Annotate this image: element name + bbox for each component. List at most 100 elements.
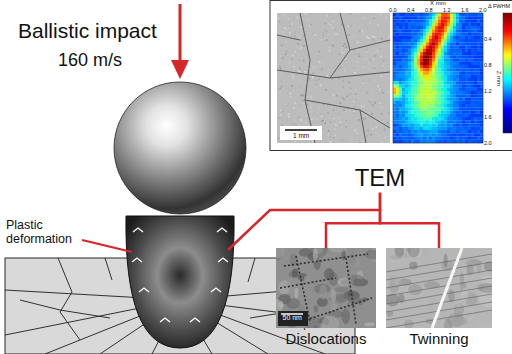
heatmap-cell: [417, 13, 420, 16]
heatmap-cell: [417, 140, 420, 143]
heatmap-cell: [432, 39, 435, 42]
heatmap-cell: [411, 39, 414, 42]
heatmap-cell: [453, 29, 456, 32]
heatmap-cell: [438, 104, 441, 107]
texture-speck: [291, 58, 293, 60]
heatmap-cell: [465, 101, 468, 104]
heatmap-cell: [393, 117, 396, 120]
heatmap-cell: [441, 130, 444, 133]
heatmap-cell: [402, 111, 405, 114]
texture-speck: [353, 112, 355, 114]
heatmap-cell: [471, 39, 474, 42]
heatmap-cell: [432, 130, 435, 133]
heatmap-cell: [441, 75, 444, 78]
leader-line: [228, 210, 380, 250]
heatmap-cell: [435, 124, 438, 127]
texture-speck: [309, 79, 311, 81]
heatmap-cell: [444, 62, 447, 65]
heatmap-cell: [408, 124, 411, 127]
heatmap-frame: [393, 13, 483, 143]
heatmap-cell: [393, 49, 396, 52]
heatmap-cell: [408, 101, 411, 104]
texture-speck: [366, 92, 368, 94]
heatmap-cell: [444, 59, 447, 62]
texture-speck: [367, 139, 369, 141]
heatmap-cell: [423, 23, 426, 26]
heatmap-cell: [420, 117, 423, 120]
heatmap-cell: [462, 55, 465, 58]
heatmap-cell: [429, 101, 432, 104]
heatmap-cell: [408, 75, 411, 78]
heatmap-cell: [396, 65, 399, 68]
contrast-blob: [319, 285, 327, 300]
heatmap-cell: [405, 75, 408, 78]
heatmap-cell: [435, 75, 438, 78]
texture-speck: [302, 100, 304, 102]
heatmap-cell: [411, 88, 414, 91]
texture-speck: [342, 97, 344, 99]
texture-speck: [372, 36, 374, 38]
heatmap-cell: [420, 130, 423, 133]
heatmap-cell: [456, 104, 459, 107]
heatmap-cell: [426, 91, 429, 94]
heatmap-cell: [462, 46, 465, 49]
heatmap-cell: [444, 72, 447, 75]
heatmap-cell: [453, 33, 456, 36]
heatmap-cell: [477, 81, 480, 84]
heatmap-cell: [408, 127, 411, 130]
contrast-blob: [329, 248, 347, 252]
axis-tick: 2.0: [484, 140, 492, 146]
texture-speck: [335, 33, 337, 35]
heatmap-cell: [393, 55, 396, 58]
heatmap-cell: [423, 88, 426, 91]
heatmap-cell: [441, 55, 444, 58]
heatmap-cell: [465, 29, 468, 32]
heatmap-cell: [432, 68, 435, 71]
texture-speck: [294, 31, 296, 33]
heatmap-cell: [393, 52, 396, 55]
texture-speck: [326, 39, 328, 41]
heatmap-cell: [477, 62, 480, 65]
heatmap-cell: [477, 120, 480, 123]
texture-speck: [358, 119, 360, 121]
heatmap-cell: [411, 29, 414, 32]
heatmap-cell: [417, 20, 420, 23]
heatmap-cell: [423, 114, 426, 117]
heatmap-cell: [465, 91, 468, 94]
texture-speck: [338, 113, 340, 115]
heatmap-cell: [429, 72, 432, 75]
heatmap-cell: [423, 59, 426, 62]
heatmap-cell: [480, 55, 483, 58]
heatmap-cell: [459, 117, 462, 120]
texture-speck: [301, 39, 303, 41]
texture-speck: [290, 93, 292, 95]
texture-speck: [310, 107, 312, 109]
texture-speck: [284, 27, 286, 29]
texture-speck: [285, 74, 287, 76]
texture-speck: [355, 130, 357, 132]
texture-speck: [348, 84, 350, 86]
texture-speck: [345, 46, 347, 48]
heatmap-cell: [453, 49, 456, 52]
texture-speck: [290, 25, 292, 27]
heatmap-cell: [426, 81, 429, 84]
heatmap-cell: [444, 29, 447, 32]
heatmap-cell: [429, 39, 432, 42]
heatmap-cell: [435, 16, 438, 19]
texture-speck: [368, 62, 370, 64]
heatmap-cell: [396, 49, 399, 52]
heatmap-cell: [396, 107, 399, 110]
heatmap-cell: [465, 26, 468, 29]
heatmap-cell: [468, 75, 471, 78]
heatmap-cell: [396, 133, 399, 136]
texture-speck: [387, 122, 389, 124]
heatmap-cell: [393, 104, 396, 107]
texture-speck: [350, 25, 352, 27]
heatmap-cell: [480, 13, 483, 16]
texture-speck: [368, 62, 370, 64]
heatmap-cell: [402, 137, 405, 140]
heatmap-cell: [480, 88, 483, 91]
heatmap-cell: [447, 65, 450, 68]
heatmap-cell: [468, 29, 471, 32]
heatmap-cell: [426, 33, 429, 36]
